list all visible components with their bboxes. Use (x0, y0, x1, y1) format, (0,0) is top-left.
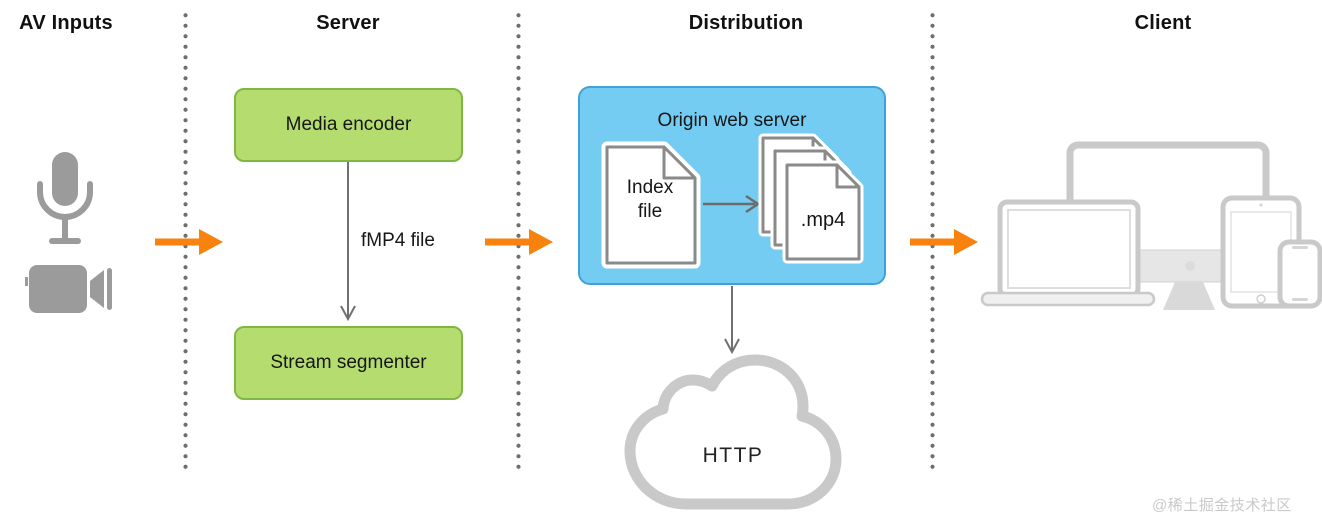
mp4-files-icon: .mp4 (758, 133, 864, 264)
index-file-caption-line2: file (637, 201, 663, 222)
index-file-icon (601, 141, 701, 269)
watermark: @稀土掘金技术社区 (1152, 497, 1292, 514)
encoder-to-segmenter-arrow (340, 162, 356, 322)
stream-segmenter-box: Stream segmenter (234, 326, 463, 400)
http-cloud-icon (624, 354, 842, 510)
origin-to-http-arrow (724, 286, 740, 355)
column-header-distribution: Distribution (688, 12, 804, 34)
arrow-distribution-to-client (910, 229, 978, 255)
column-header-av-inputs: AV Inputs (19, 12, 113, 34)
fmp4-edge-label: fMP4 file (361, 230, 435, 251)
microphone-icon (37, 152, 93, 244)
origin-web-server-title: Origin web server (657, 110, 807, 131)
laptop-icon (980, 199, 1156, 307)
mp4-doc-label: .mp4 (801, 209, 845, 231)
column-header-client: Client (1134, 12, 1192, 34)
media-encoder-box: Media encoder (234, 88, 463, 162)
index-file-caption: Index file (604, 176, 696, 224)
index-to-mp4-arrow (703, 195, 761, 213)
index-file-caption-line1: Index (626, 177, 674, 198)
arrow-av-to-server (155, 229, 223, 255)
column-header-server: Server (316, 12, 380, 34)
http-cloud-label: HTTP (702, 444, 764, 467)
iphone-icon (1277, 239, 1322, 309)
video-camera-icon (25, 265, 112, 313)
client-devices-icon (980, 141, 1322, 310)
arrow-server-to-distribution (485, 229, 553, 255)
